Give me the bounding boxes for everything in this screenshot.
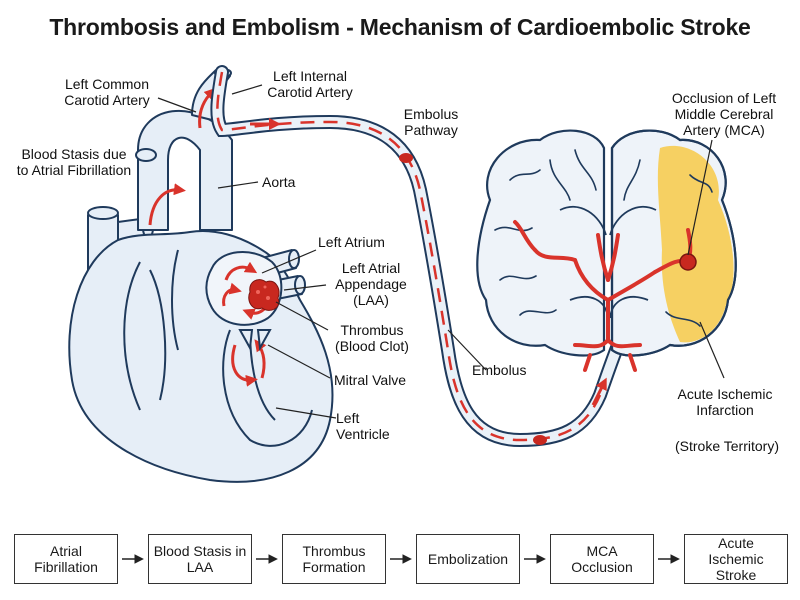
brain [476,129,737,357]
flow-arrow [658,554,680,564]
flow-step-thrombus-formation: Thrombus Formation [282,534,386,584]
mechanism-flowchart: Atrial Fibrillation Blood Stasis in LAA … [0,528,800,592]
label-stroke-territory: (Stroke Territory) [675,438,779,454]
label-left-atrium: Left Atrium [318,234,385,250]
thrombus-clot [248,279,280,311]
flow-step-atrial-fibrillation: Atrial Fibrillation [14,534,118,584]
aortic-arch [137,109,233,231]
flow-arrow [122,554,144,564]
flow-step-acute-ischemic-stroke: Acute Ischemic Stroke [684,534,788,584]
label-mca-occlusion: Occlusion of Left Middle Cerebral Artery… [671,90,777,138]
leader-lines [157,84,725,419]
flow-step-mca-occlusion: MCA Occlusion [550,534,654,584]
flow-arrow [256,554,278,564]
label-left-ventricle: Left Ventricle [336,410,390,442]
label-blood-stasis: Blood Stasis due to Atrial Fibrillation [16,146,132,178]
flow-arrow [524,554,546,564]
label-left-common-carotid: Left Common Carotid Artery [64,76,150,108]
flow-step-blood-stasis: Blood Stasis in LAA [148,534,252,584]
infarct-zone [657,145,734,343]
label-embolus-pathway: Embolus Pathway [403,106,459,138]
label-aorta: Aorta [262,174,296,190]
label-laa: Left Atrial Appendage (LAA) [335,260,407,308]
flow-step-embolization: Embolization [416,534,520,584]
label-left-internal-carotid: Left Internal Carotid Artery [267,68,353,100]
label-embolus: Embolus [472,362,527,378]
label-mitral-valve: Mitral Valve [334,372,407,388]
heart [68,68,334,483]
label-infarction: Acute Ischemic Infarction [677,386,773,418]
page-title: Thrombosis and Embolism - Mechanism of C… [49,14,751,40]
embolus-pathway-vessel [210,65,627,448]
embolus-clot-lower [533,435,547,445]
mitral-valve-leaflets [238,329,272,352]
brain-left-hemisphere [476,129,606,357]
label-thrombus: Thrombus (Blood Clot) [335,322,409,354]
embolus-clot-upper [399,153,413,163]
flow-arrow [390,554,412,564]
cerebral-arteries [513,220,693,372]
mca-occlusion-clot [679,253,697,271]
